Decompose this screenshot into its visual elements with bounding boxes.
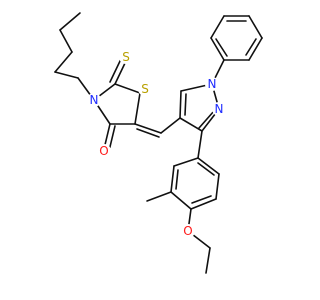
bond	[59, 12, 81, 31]
bond	[190, 198, 217, 210]
bond	[197, 130, 203, 159]
atom-symbol-s: S	[141, 82, 149, 96]
bond	[146, 191, 172, 202]
bond	[197, 162, 215, 176]
bond	[59, 29, 73, 53]
atom-label-background	[87, 93, 101, 107]
bond	[245, 38, 257, 56]
bond	[248, 37, 263, 61]
bond	[136, 128, 160, 138]
bond	[160, 117, 181, 134]
atom-label-layer: S S N O N N O	[87, 50, 226, 238]
bond	[134, 92, 141, 125]
bond	[170, 191, 192, 210]
bond	[197, 157, 220, 175]
bond	[54, 51, 73, 73]
atom-label-background	[97, 144, 111, 158]
bond	[205, 247, 211, 274]
bond	[210, 15, 225, 39]
molecule-structure-diagram: S S N O N N O	[54, 12, 263, 274]
bond	[191, 195, 212, 204]
atom-symbol-o: O	[183, 224, 192, 238]
bond	[198, 110, 215, 129]
atom-n-pyrazole-2: N	[212, 102, 226, 116]
atom-s-ring: S	[138, 82, 152, 96]
bond	[215, 38, 228, 57]
bond	[109, 58, 122, 83]
atom-symbol-n: N	[90, 93, 99, 107]
bond	[173, 157, 199, 167]
atom-label-background	[205, 77, 219, 91]
atom-symbol-o: O	[99, 144, 108, 158]
atom-label-background	[138, 82, 152, 96]
bond	[108, 125, 116, 152]
atom-symbol-s: S	[122, 50, 130, 64]
bond	[179, 117, 203, 132]
atom-s-thione: S	[119, 50, 133, 64]
bond	[175, 169, 179, 190]
bond	[114, 60, 127, 85]
atom-symbol-n: N	[208, 77, 217, 91]
atom-o-carbonyl: O	[97, 144, 111, 158]
bond-layer	[54, 12, 263, 274]
atom-n-thiazolidine: N	[87, 93, 101, 107]
bond	[114, 83, 141, 94]
bond	[170, 165, 175, 193]
bond	[210, 37, 225, 61]
bond	[179, 90, 182, 119]
bond	[215, 173, 220, 200]
bond	[184, 93, 187, 116]
atom-symbol-n: N	[215, 102, 224, 116]
atom-label-background	[181, 224, 195, 238]
atom-o-ether: O	[181, 224, 195, 238]
atom-label-background	[212, 102, 226, 116]
bond	[54, 71, 79, 79]
bond	[134, 123, 162, 134]
atom-label-background	[119, 50, 133, 64]
atom-n-pyrazole-1: N	[205, 77, 219, 91]
bond	[248, 15, 263, 39]
